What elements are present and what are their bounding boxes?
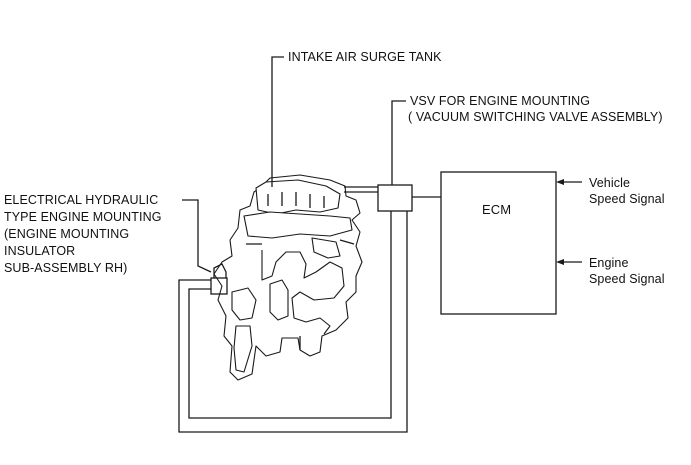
vsv-label-line2: ( VACUUM SWITCHING VALVE ASSEMBLY): [408, 110, 663, 124]
vsv-box: [377, 184, 413, 212]
engine-speed-label-line1: Engine: [589, 256, 629, 270]
vehicle-speed-label-line1: Vehicle: [589, 176, 631, 190]
engine-mount-block: [210, 277, 228, 295]
mount-label-line4: INSULATOR: [4, 244, 76, 258]
mount-label-line3: (ENGINE MOUNTING: [4, 227, 130, 241]
mount-label-line1: ELECTRICAL HYDRAULIC: [4, 193, 159, 207]
vsv-label-line1: VSV FOR ENGINE MOUNTING: [410, 94, 591, 108]
vehicle-speed-label-line2: Speed Signal: [589, 192, 665, 206]
surge-tank-label: INTAKE AIR SURGE TANK: [288, 50, 442, 64]
surge-tank-hose: [344, 186, 378, 193]
vehicle-speed-arrow: [556, 179, 582, 185]
engine-speed-arrow: [556, 259, 582, 265]
mount-label-line2: TYPE ENGINE MOUNTING: [4, 210, 162, 224]
mount-leader: [182, 199, 212, 273]
ecm-box: [440, 171, 557, 315]
mount-label-line5: SUB-ASSEMBLY RH): [4, 261, 128, 275]
engine-illustration: [213, 174, 363, 381]
engine-speed-label-line2: Speed Signal: [589, 272, 665, 286]
surge-tank-leader: [271, 56, 284, 187]
ecm-label: ECM: [482, 202, 512, 217]
vsv-to-mount-hose-outer: [178, 211, 408, 433]
vsv-to-mount-hose-inner: [188, 211, 392, 419]
vsv-leader: [391, 100, 406, 185]
